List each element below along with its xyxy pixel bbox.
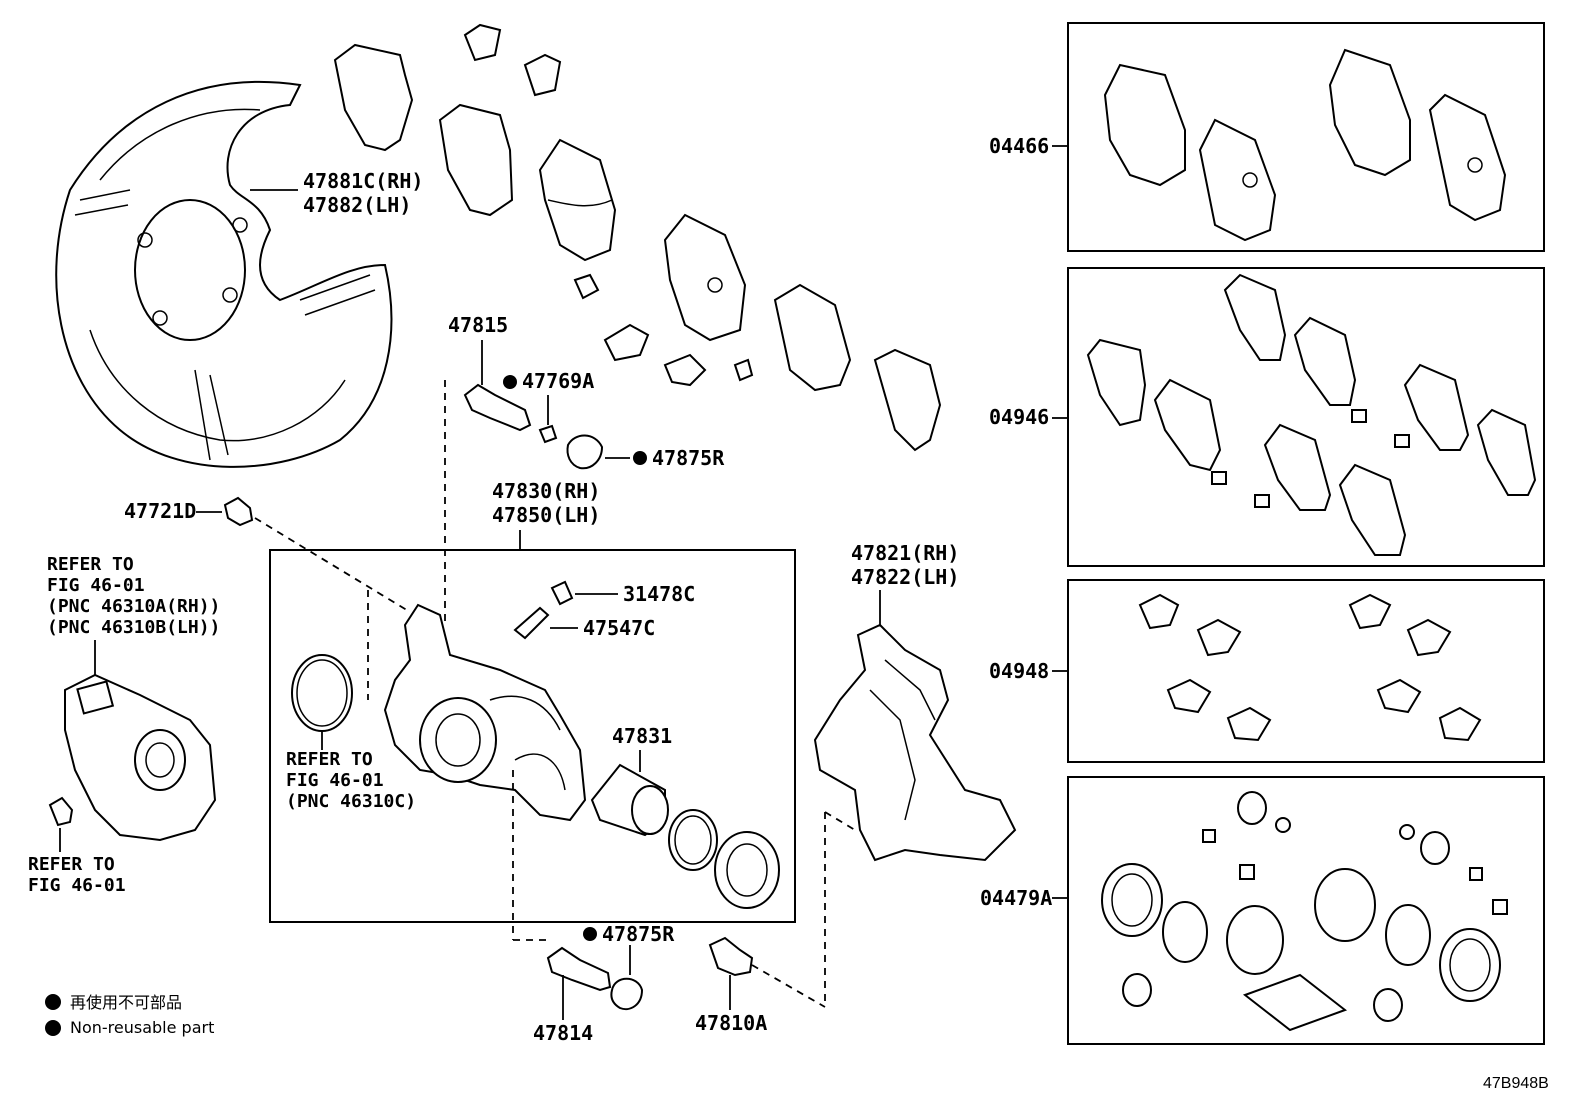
label-47769: 47769A [522,369,594,393]
ref-motor-line2: FIG 46-01 [47,575,145,596]
label-kit-04466: 04466 [989,134,1049,158]
bleeder-cap-illustration [513,580,574,640]
label-47547: 47547C [583,616,655,640]
non-reusable-bullet-icon [45,994,61,1010]
brake-pad-shims-illustration [333,23,942,452]
kit-box-04948 [1067,579,1545,763]
ref-seal-line3: (PNC 46310C) [286,791,416,812]
parking-brake-motor-illustration [48,673,217,842]
seal-ring-illustration [291,654,353,732]
brake-pads-illustration [1103,48,1507,242]
label-47881: 47881C(RH) [303,169,423,193]
caliper-assembly-box [269,549,796,923]
label-47821: 47821(RH) [851,541,959,565]
label-47850: 47850(LH) [492,503,600,527]
label-47822: 47822(LH) [851,565,959,589]
kit-box-04466 [1067,22,1545,252]
lower-guide-pin-illustration [546,936,754,1010]
label-kit-04948: 04948 [989,659,1049,683]
pad-shims-illustration [1086,273,1537,556]
label-47814: 47814 [533,1021,593,1045]
ref-seal-line2: FIG 46-01 [286,770,384,791]
label-47830: 47830(RH) [492,479,600,503]
figure-code: 47B948B [1483,1075,1549,1092]
legend-en: Non-reusable part [70,1018,214,1037]
ref-bolt-line2: FIG 46-01 [28,875,126,896]
label-kit-04479: 04479A [980,886,1052,910]
ref-motor-line3: (PNC 46310A(RH)) [47,596,220,617]
seal-kit-illustration [1101,791,1508,1032]
ref-motor-line1: REFER TO [47,554,134,575]
bleeder-bolt-illustration [223,496,254,527]
caliper-body-illustration [383,603,587,822]
label-47831: 47831 [612,724,672,748]
non-reusable-bullet-icon [45,1020,61,1036]
ref-bolt-line1: REFER TO [28,854,115,875]
ref-seal-line1: REFER TO [286,749,373,770]
label-47875-top: 47875R [652,446,725,470]
guide-pin-illustration [463,383,604,470]
legend-jp: 再使用不可部品 [70,993,182,1012]
label-kit-04946: 04946 [989,405,1049,429]
label-47875-bottom: 47875R [602,922,675,946]
label-47721: 47721D [124,499,196,523]
label-47810: 47810A [695,1011,767,1035]
label-47882: 47882(LH) [303,193,411,217]
kit-box-04946 [1067,267,1545,567]
ref-motor-line4: (PNC 46310B(LH)) [47,617,220,638]
pad-clips-illustration [1138,593,1482,742]
label-47815: 47815 [448,313,508,337]
dust-shield-illustration [55,80,393,468]
piston-illustration [590,763,780,909]
label-31478: 31478C [623,582,695,606]
caliper-bracket-illustration [813,623,1017,862]
kit-box-04479 [1067,776,1545,1045]
